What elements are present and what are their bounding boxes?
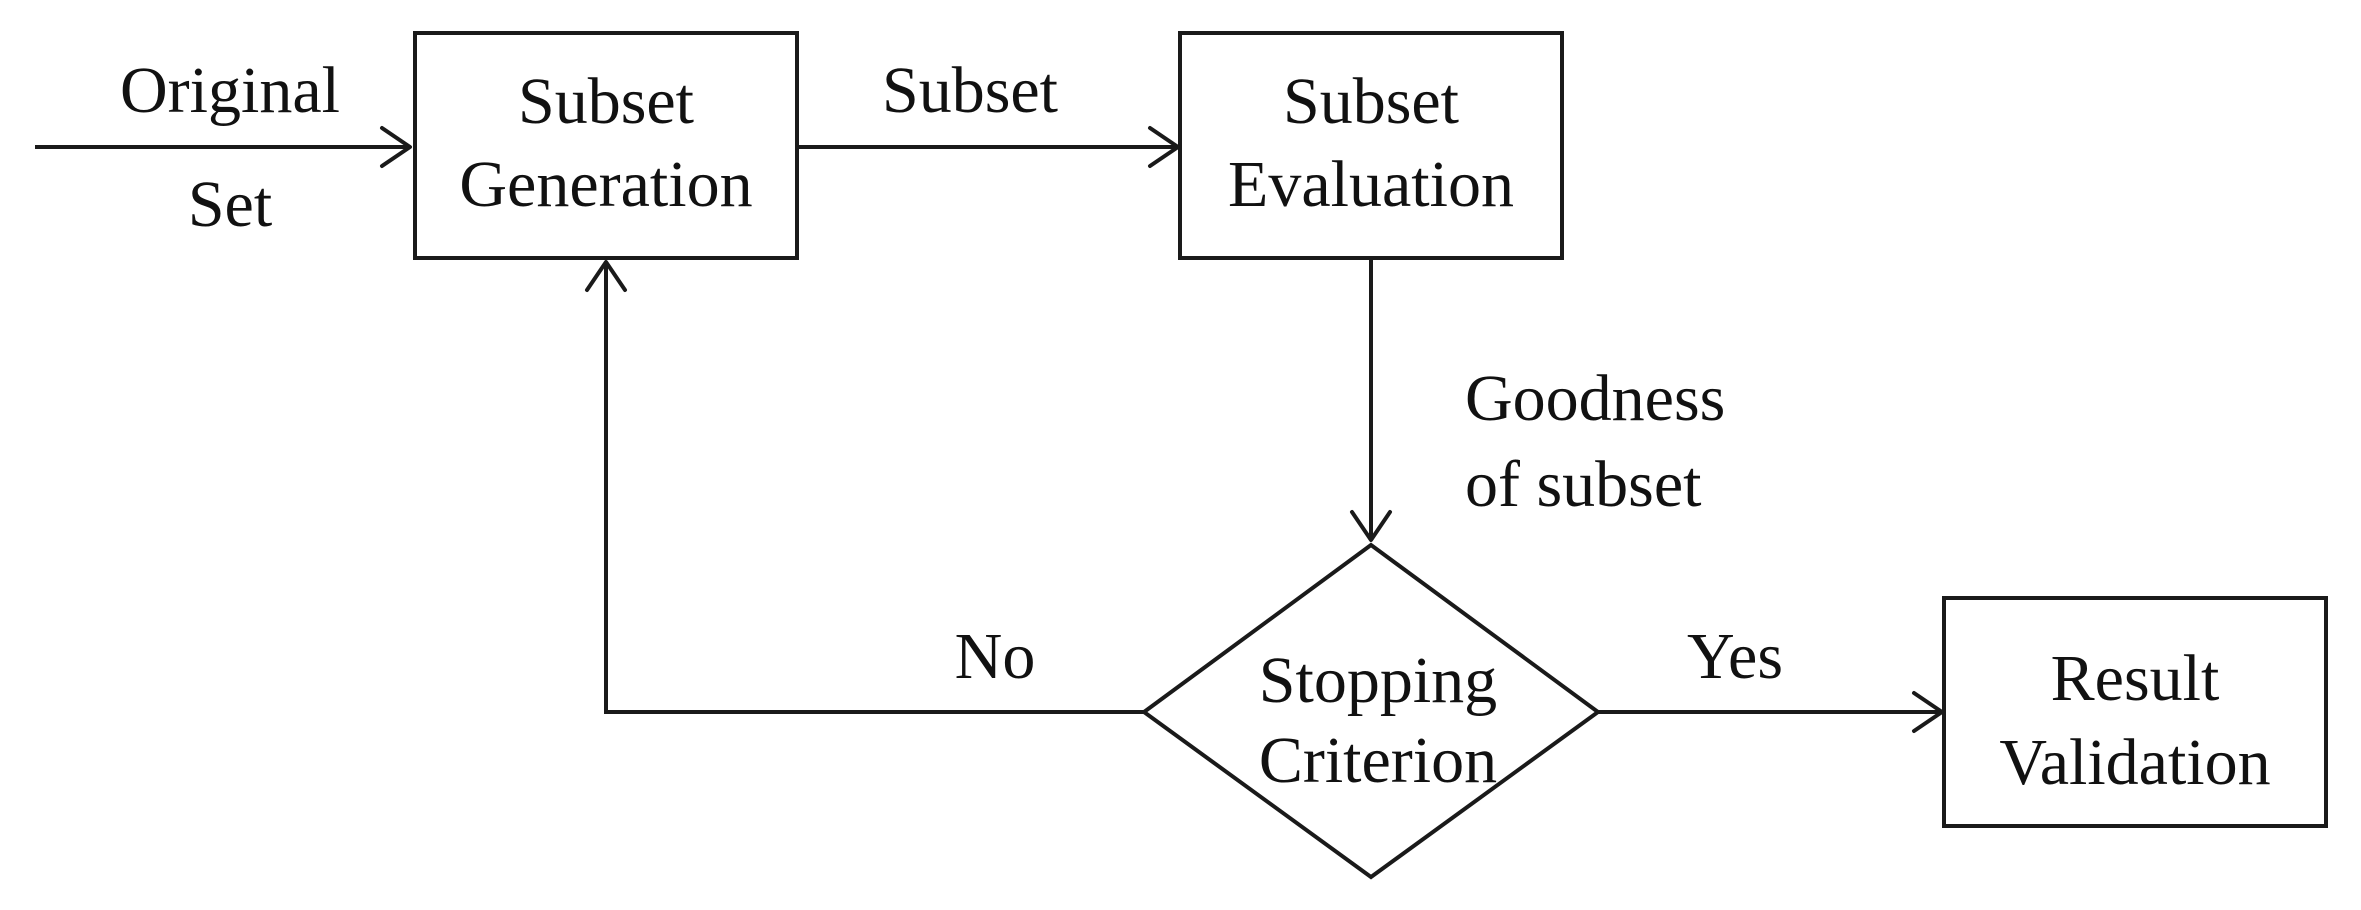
subset-generation-box: Subset Generation xyxy=(413,31,799,260)
result-validation-label-line2: Validation xyxy=(1999,726,2270,799)
no-loop-arrow xyxy=(585,260,1144,714)
stopping-criterion-label-line1: Stopping xyxy=(1259,644,1497,717)
goodness-label-line2: of subset xyxy=(1465,448,1701,521)
stopping-criterion-diamond: Stopping Criterion xyxy=(1140,542,1602,880)
subset-evaluation-label-line2: Evaluation xyxy=(1228,148,1514,221)
subset-evaluation-box: Subset Evaluation xyxy=(1178,31,1564,260)
subset-edge-label: Subset xyxy=(882,54,1058,127)
original-set-label-line1: Original xyxy=(120,54,340,127)
yes-label: Yes xyxy=(1687,620,1783,693)
result-validation-label-line1: Result xyxy=(2051,642,2220,715)
goodness-label-line1: Goodness xyxy=(1465,362,1725,435)
result-validation-box: Result Validation xyxy=(1942,596,2328,828)
subset-generation-label-line1: Subset xyxy=(518,65,694,138)
stopping-criterion-label-line2: Criterion xyxy=(1259,724,1497,797)
subset-evaluation-label-line1: Subset xyxy=(1283,65,1459,138)
subset-arrow xyxy=(797,126,1180,168)
goodness-arrow xyxy=(1350,258,1392,542)
no-label: No xyxy=(955,620,1036,693)
input-arrow xyxy=(35,126,412,168)
subset-generation-label-line2: Generation xyxy=(459,148,752,221)
original-set-label-line2: Set xyxy=(188,168,272,241)
yes-arrow xyxy=(1598,691,1944,733)
